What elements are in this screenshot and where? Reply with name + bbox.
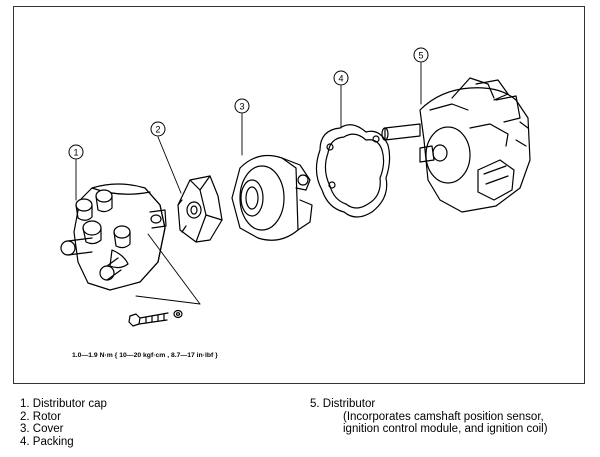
legend-note-line-2: ignition control module, and ignition co… xyxy=(343,423,548,435)
rotor-drawing xyxy=(177,175,223,243)
callout-5: 5 xyxy=(418,50,423,60)
callout-3: 3 xyxy=(239,101,244,111)
bolt-and-washer-drawing xyxy=(128,309,183,327)
packing-drawing xyxy=(315,124,391,218)
callout-circles xyxy=(68,47,429,160)
exploded-view-diagram: 1 2 3 4 5 1.0—1.9 N·m { 10—20 kgf·cm , 8… xyxy=(60,47,531,359)
callout-2: 2 xyxy=(155,124,160,134)
legend-item-rotor: 2. Rotor xyxy=(20,410,61,423)
cover-drawing xyxy=(231,155,313,241)
torque-spec: 1.0—1.9 N·m { 10—20 kgf·cm , 8.7—17 in·l… xyxy=(72,352,218,359)
distributor-cap-drawing xyxy=(60,183,167,291)
callout-4: 4 xyxy=(338,73,343,83)
distributor-body-drawing xyxy=(381,77,531,213)
legend-right-column: 5. Distributor (Incorporates camshaft po… xyxy=(310,398,548,436)
legend-item-distributor: 5. Distributor xyxy=(310,398,376,410)
legend-note-line-1: (Incorporates camshaft position sensor, xyxy=(343,410,544,423)
legend-item-cover: 3. Cover xyxy=(20,423,64,435)
legend-item-packing: 4. Packing xyxy=(20,435,74,448)
legend-item-distributor-cap: 1. Distributor cap xyxy=(20,398,107,410)
callout-1: 1 xyxy=(73,147,78,157)
leader-lines xyxy=(75,62,422,305)
parts-legend: 1. Distributor cap 2. Rotor 3. Cover 4. … xyxy=(0,398,600,457)
legend-left-column: 1. Distributor cap 2. Rotor 3. Cover 4. … xyxy=(20,398,107,448)
